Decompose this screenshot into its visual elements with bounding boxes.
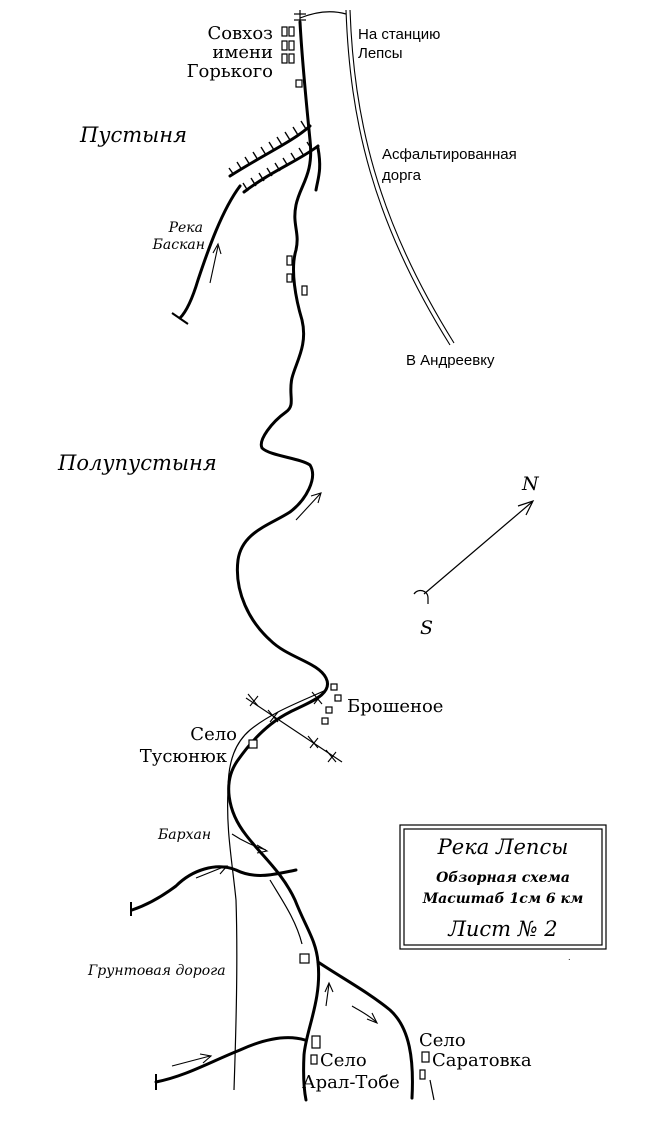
label-station: На станцию Лепсы <box>358 26 440 62</box>
svg-text:На станцию: На станцию <box>358 26 440 43</box>
label-dirt-road: Грунтовая дорога <box>87 963 226 979</box>
river-baskan-end <box>171 312 189 325</box>
dirt-road-branch <box>269 879 303 945</box>
desert-cliff-lower <box>242 144 320 194</box>
legend-frame-outer <box>399 824 607 950</box>
svg-text:Село: Село <box>320 1050 367 1071</box>
svg-text:Село: Село <box>190 724 237 745</box>
svg-text:Баскан: Баскан <box>152 237 205 253</box>
river-baskan <box>178 184 242 320</box>
houses-saratovka <box>419 1051 430 1080</box>
house-dirt-road <box>299 953 310 964</box>
houses-aral-tobe <box>310 1035 321 1065</box>
dirt-road <box>227 689 327 1091</box>
label-barkhan: Бархан <box>157 827 211 843</box>
svg-text:Село: Село <box>419 1030 466 1051</box>
svg-text:Арал-Тобе: Арал-Тобе <box>302 1072 400 1093</box>
houses-midstream <box>286 255 308 296</box>
tributary-lower-left <box>154 1036 307 1084</box>
legend-title: Река Лепсы <box>437 835 569 859</box>
main-river-left-bank <box>227 20 330 1102</box>
desert-cliff-upper <box>228 124 312 178</box>
svg-text:Лепсы: Лепсы <box>358 45 403 62</box>
houses-sovkhoz <box>281 26 303 88</box>
label-tusyunyuk: Село Тусюнюк <box>140 724 237 767</box>
crossing-line <box>245 691 343 763</box>
svg-text:дорга: дорга <box>382 167 422 184</box>
svg-text:Горького: Горького <box>187 61 273 82</box>
river-right-thin <box>429 1079 435 1101</box>
top-bridge-arc <box>299 11 347 19</box>
desert-cliff-hatching <box>228 120 313 192</box>
legend-scale: Масштаб 1см 6 км <box>422 891 584 907</box>
label-saratovka: Село Саратовка <box>419 1030 532 1071</box>
svg-text:Совхоз: Совхоз <box>207 23 273 44</box>
tributary-barkhan <box>130 865 298 912</box>
house-tusyunyuk <box>248 739 258 749</box>
houses-broshenoe <box>321 683 342 725</box>
compass-north-label: N <box>521 473 540 495</box>
svg-text:Саратовка: Саратовка <box>432 1050 532 1071</box>
asphalt-road-b <box>349 9 455 344</box>
label-broshenoe: Брошеное <box>347 696 443 717</box>
asphalt-road-a <box>345 9 451 346</box>
tributary-saratovka <box>316 960 414 1100</box>
flow-arrows <box>171 242 379 1067</box>
label-semidesert: Полупустыня <box>57 451 217 475</box>
compass-south-label: S <box>420 617 433 639</box>
svg-text:имени: имени <box>212 42 273 63</box>
label-desert: Пустыня <box>79 123 187 147</box>
label-sovkhoz: Совхоз имени Горького <box>187 23 273 82</box>
label-aral-tobe: Село Арал-Тобе <box>302 1050 400 1093</box>
label-asphalt-road: Асфальтированная дорга <box>382 146 517 184</box>
top-crossing-icon <box>294 10 306 22</box>
main-river-right-bank <box>314 146 322 192</box>
label-andreevka: В Андреевку <box>406 352 495 369</box>
small-dot: . <box>568 953 571 962</box>
legend-scheme: Обзорная схема <box>436 870 570 886</box>
legend-sheet: Лист № 2 <box>447 917 557 941</box>
svg-text:Асфальтированная: Асфальтированная <box>382 146 517 163</box>
svg-text:Тусюнюк: Тусюнюк <box>140 746 228 767</box>
legend-frame-inner <box>403 828 603 946</box>
label-river-baskan: Река Баскан <box>152 220 205 253</box>
compass-rose <box>413 499 535 604</box>
svg-text:Река: Река <box>168 220 203 236</box>
